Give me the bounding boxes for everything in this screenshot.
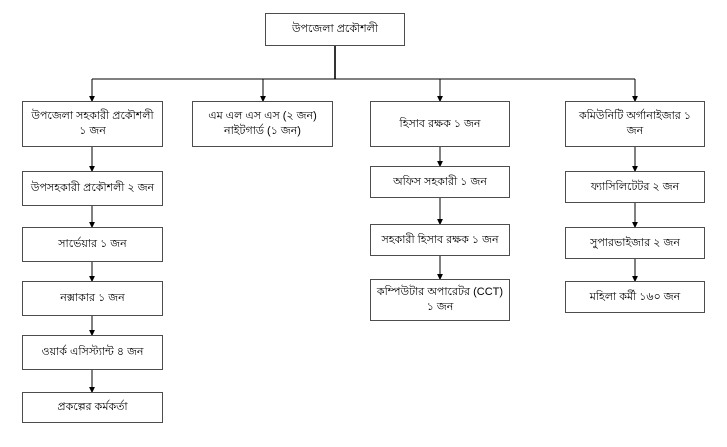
node-c2-1[interactable]: এম এল এস এস (২ জন) নাইটগার্ড (১ জন) bbox=[192, 101, 333, 147]
node-c4-2[interactable]: ফ্যাসিলিটেটর ২ জন bbox=[565, 171, 705, 203]
node-c3-1[interactable]: হিসাব রক্ষক ১ জন bbox=[370, 101, 510, 147]
node-c3-1-label: হিসাব রক্ষক ১ জন bbox=[399, 117, 481, 130]
node-c1-2[interactable]: উপসহকারী প্রকৌশলী ২ জন bbox=[22, 171, 163, 206]
node-c1-3-label: সার্ভেয়ার ১ জন bbox=[58, 238, 127, 251]
node-c4-4[interactable]: মহিলা কর্মী ১৬০ জন bbox=[565, 281, 705, 313]
node-c4-1[interactable]: কমিউনিটি অর্গানাইজার ১ জন bbox=[565, 101, 705, 147]
node-c4-3[interactable]: সুপারভাইজার ২ জন bbox=[565, 227, 705, 259]
node-c1-4-label: নক্সাকার ১ জন bbox=[60, 292, 125, 305]
node-root[interactable]: উপজেলা প্রকৌশলী bbox=[265, 13, 405, 46]
node-c1-6-label: প্রকল্পের কর্মকর্তা bbox=[57, 401, 128, 414]
node-c1-5[interactable]: ওয়ার্ক এসিস্ট্যান্ট ৪ জন bbox=[22, 335, 163, 370]
node-c4-2-label: ফ্যাসিলিটেটর ২ জন bbox=[590, 180, 680, 193]
node-c3-2[interactable]: অফিস সহকারী ১ জন bbox=[370, 166, 510, 198]
node-c3-4-label: কম্পিউটার অপারেটর (CCT) ১ জন bbox=[376, 286, 504, 313]
node-c4-4-label: মহিলা কর্মী ১৬০ জন bbox=[589, 290, 681, 303]
node-c1-4[interactable]: নক্সাকার ১ জন bbox=[22, 281, 163, 316]
node-c1-3[interactable]: সার্ভেয়ার ১ জন bbox=[22, 227, 163, 262]
node-c3-4[interactable]: কম্পিউটার অপারেটর (CCT) ১ জন bbox=[370, 279, 510, 321]
node-c4-3-label: সুপারভাইজার ২ জন bbox=[590, 236, 680, 249]
node-c1-1[interactable]: উপজেলা সহকারী প্রকৌশলী ১ জন bbox=[22, 101, 163, 147]
node-c1-2-label: উপসহকারী প্রকৌশলী ২ জন bbox=[30, 182, 155, 195]
node-c1-6[interactable]: প্রকল্পের কর্মকর্তা bbox=[22, 392, 163, 423]
node-root-label: উপজেলা প্রকৌশলী bbox=[291, 23, 379, 36]
node-c3-2-label: অফিস সহকারী ১ জন bbox=[393, 175, 487, 188]
node-c1-5-label: ওয়ার্ক এসিস্ট্যান্ট ৪ জন bbox=[41, 346, 144, 359]
node-c3-3[interactable]: সহকারী হিসাব রক্ষক ১ জন bbox=[370, 224, 510, 256]
node-c2-1-label: এম এল এস এস (২ জন) নাইটগার্ড (১ জন) bbox=[208, 110, 317, 137]
node-c3-3-label: সহকারী হিসাব রক্ষক ১ জন bbox=[381, 233, 499, 246]
node-c4-1-label: কমিউনিটি অর্গানাইজার ১ জন bbox=[578, 110, 692, 137]
node-c1-1-label: উপজেলা সহকারী প্রকৌশলী ১ জন bbox=[31, 110, 154, 137]
